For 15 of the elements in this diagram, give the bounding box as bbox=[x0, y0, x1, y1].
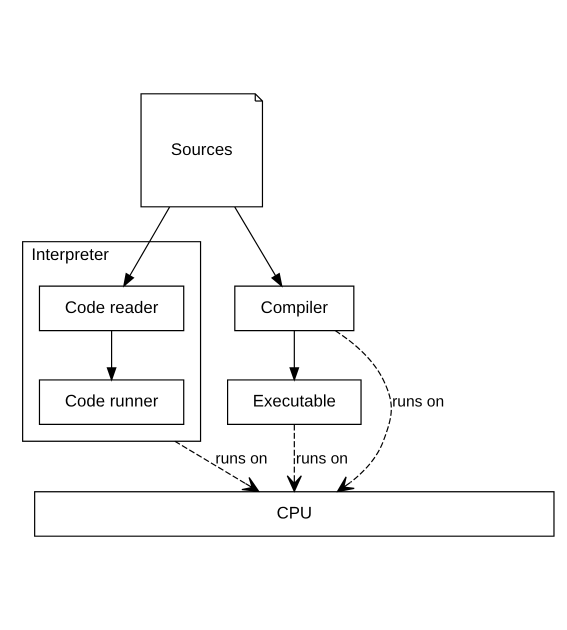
arrow bbox=[289, 330, 300, 382]
arrow bbox=[106, 330, 117, 382]
node-box: CPU bbox=[34, 491, 555, 537]
arrow bbox=[334, 330, 392, 492]
node-box: Executable bbox=[227, 379, 362, 425]
node-box: Compiler bbox=[234, 286, 354, 332]
edge-label: runs on bbox=[392, 393, 444, 410]
edge-label: runs on bbox=[215, 450, 268, 468]
arrow bbox=[122, 206, 170, 288]
node-box: Code reader bbox=[38, 286, 184, 332]
edge-label: runs on bbox=[296, 450, 348, 468]
arrow bbox=[286, 424, 302, 492]
node-box: Code runner bbox=[38, 379, 184, 425]
arrow bbox=[234, 206, 283, 288]
arrow bbox=[174, 440, 260, 492]
